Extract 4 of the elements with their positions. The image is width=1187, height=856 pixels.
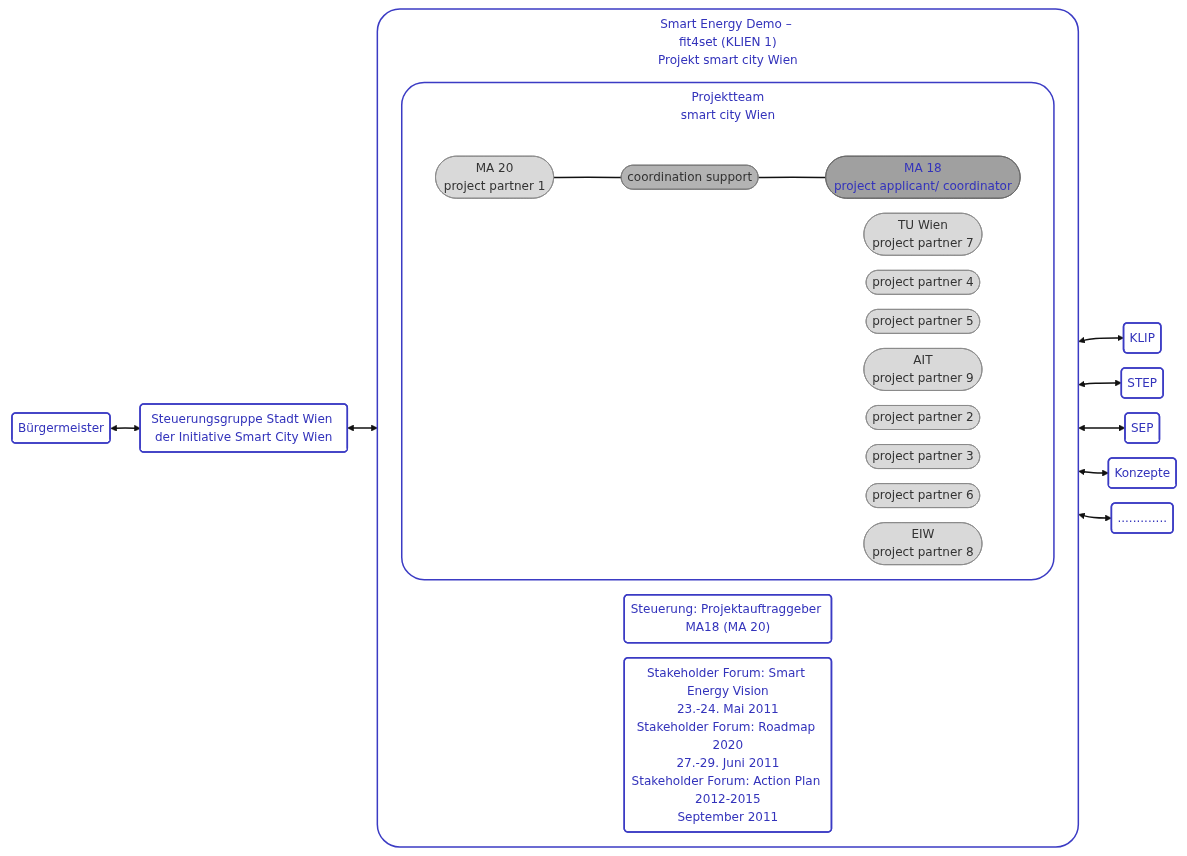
arrow (1077, 334, 1124, 344)
arrow (1077, 424, 1125, 432)
connector (757, 176, 827, 179)
connector (552, 176, 622, 179)
